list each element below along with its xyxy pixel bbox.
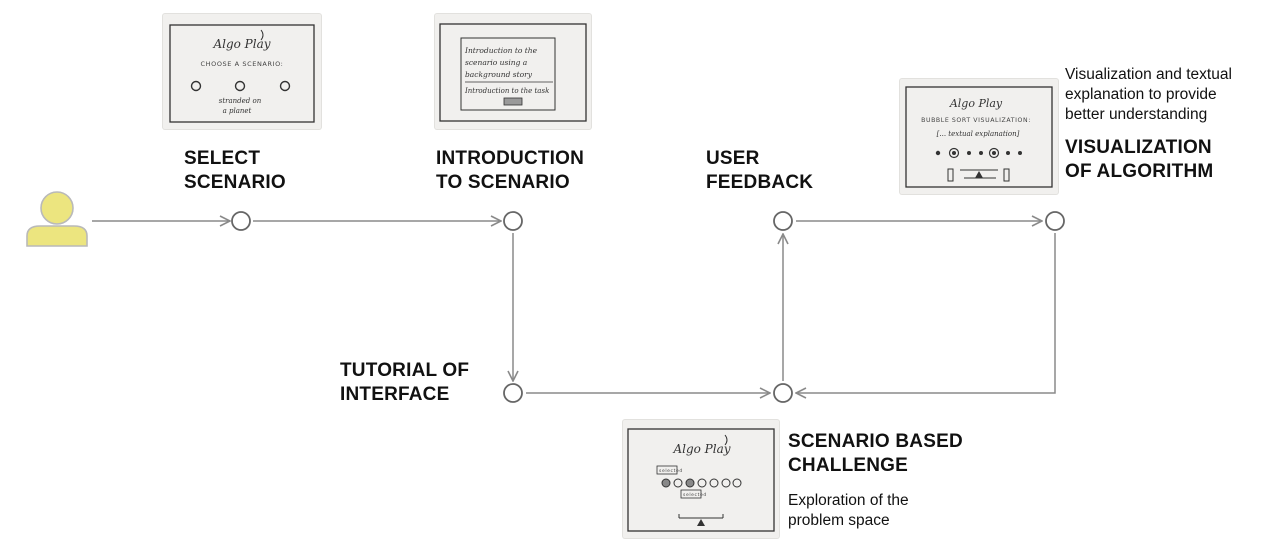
- step-label-tutorial: TUTORIAL OF INTERFACE: [340, 360, 470, 405]
- sketch-challenge: Algo Play selected selected: [623, 420, 779, 538]
- node-user-feedback: [773, 211, 793, 231]
- sketch-subtitle: CHOOSE A SCENARIO:: [201, 60, 284, 68]
- sketch-line-4: Introduction to the task: [464, 87, 549, 95]
- sketch-select-scenario: Algo Play CHOOSE A SCENARIO: stranded on…: [163, 14, 321, 129]
- sketch-title: Algo Play: [949, 97, 1003, 110]
- sketch-visualization: Algo Play BUBBLE SORT VISUALIZATION: [..…: [900, 79, 1058, 194]
- step-label-challenge: SCENARIO BASED CHALLENGE: [788, 431, 963, 476]
- sketch-line-1: Introduction to the: [464, 46, 538, 55]
- sketch-note-2: a planet: [223, 107, 252, 115]
- step-label-select-scenario: SELECT SCENARIO: [184, 148, 286, 193]
- user-icon: [26, 191, 88, 247]
- sketch-tag-2: selected: [683, 492, 707, 498]
- node-intro-scenario: [503, 211, 523, 231]
- edge-visualization-to-challenge: [796, 233, 1056, 393]
- connectors: [92, 221, 1056, 393]
- node-select-scenario: [231, 211, 251, 231]
- step-label-visualization: VISUALIZATION OF ALGORITHM: [1065, 137, 1214, 182]
- sketch-line-3: background story: [465, 70, 533, 79]
- sketch-title: Algo Play: [212, 37, 270, 51]
- step-description-challenge: Exploration of the problem space: [788, 492, 909, 529]
- sketch-intro-scenario: Introduction to the scenario using a bac…: [435, 14, 591, 129]
- step-label-intro-scenario: INTRODUCTION TO SCENARIO: [436, 148, 585, 193]
- step-label-user-feedback: USER FEEDBACK: [706, 148, 814, 193]
- node-challenge: [773, 383, 793, 403]
- sketch-tag-1: selected: [659, 468, 683, 474]
- step-description-visualization: Visualization and textual explanation to…: [1065, 66, 1232, 123]
- node-tutorial: [503, 383, 523, 403]
- node-visualization: [1045, 211, 1065, 231]
- sketch-subtitle: BUBBLE SORT VISUALIZATION:: [921, 117, 1031, 124]
- sketch-line-2: scenario using a: [465, 58, 527, 67]
- sketch-note-1: stranded on: [219, 97, 262, 105]
- sketch-note: [... textual explanation]: [937, 130, 1020, 138]
- sketch-title: Algo Play: [672, 442, 730, 456]
